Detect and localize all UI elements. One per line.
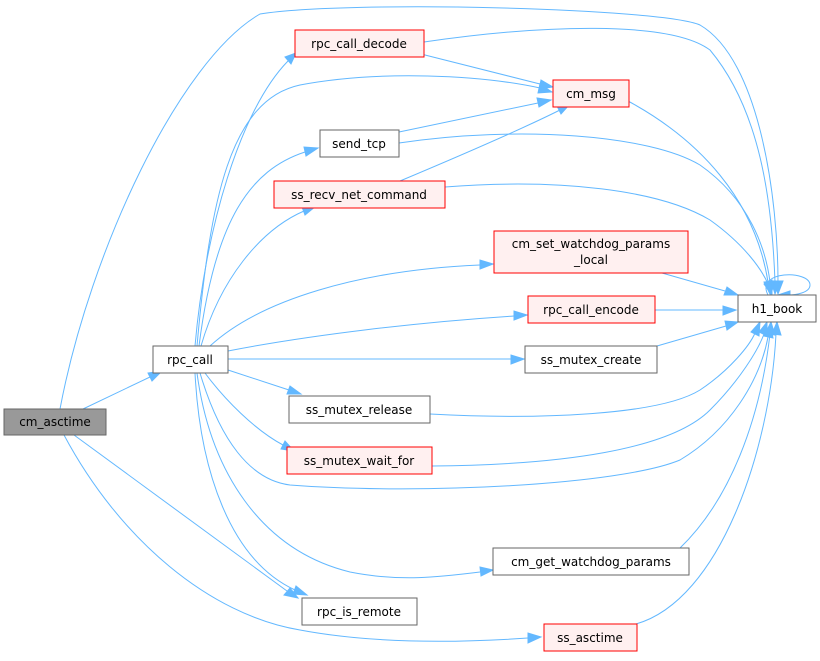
edge-ss_recv_net_command-cm_msg bbox=[399, 103, 572, 182]
edge-ss_mutex_release-h1_book bbox=[429, 320, 761, 417]
node-cm_set_watchdog_params_local-box bbox=[493, 230, 689, 274]
node-cm_msg[interactable]: cm_msg bbox=[552, 79, 630, 108]
edge-rpc_call_encode-h1_book bbox=[655, 305, 738, 316]
node-ss_mutex_wait_for[interactable]: ss_mutex_wait_for bbox=[286, 446, 433, 475]
node-ss_recv_net_command[interactable]: ss_recv_net_command bbox=[273, 180, 446, 209]
edge-rpc_call-ss_recv_net_command bbox=[200, 205, 318, 347]
node-rpc_is_remote[interactable]: rpc_is_remote bbox=[301, 597, 418, 626]
node-cm_set_watchdog_params_local[interactable]: cm_set_watchdog_params _local bbox=[493, 230, 689, 274]
node-ss_asctime[interactable]: ss_asctime bbox=[543, 623, 638, 652]
node-cm_asctime-box bbox=[3, 408, 107, 436]
node-rpc_call_decode-label: rpc_call_decode bbox=[311, 37, 407, 51]
edge-cm_asctime-ss_asctime bbox=[63, 434, 543, 644]
nodes: cm_asctime rpc_call rpc_call_decode cm_m… bbox=[3, 29, 817, 652]
node-rpc_call[interactable]: rpc_call bbox=[152, 345, 229, 374]
node-ss_mutex_wait_for-box bbox=[286, 446, 433, 475]
node-ss_mutex_create-label: ss_mutex_create bbox=[541, 353, 642, 367]
edge-ss_mutex_create-h1_book bbox=[656, 320, 740, 347]
node-cm_asctime-label: cm_asctime bbox=[19, 415, 91, 429]
edge-rpc_call-cm_set_watchdog_params_local bbox=[209, 259, 495, 347]
edge-rpc_call-rpc_call_encode bbox=[227, 310, 529, 352]
edge-rpc_call-cm_msg bbox=[196, 75, 554, 347]
node-rpc_call-label: rpc_call bbox=[167, 353, 213, 367]
node-send_tcp-box bbox=[319, 129, 400, 158]
node-rpc_call_encode[interactable]: rpc_call_encode bbox=[527, 295, 656, 324]
node-h1_book-label: h1_book bbox=[752, 302, 803, 316]
node-rpc_call_decode-box bbox=[294, 29, 425, 58]
node-rpc_is_remote-box bbox=[301, 597, 418, 626]
node-cm_msg-label: cm_msg bbox=[566, 87, 616, 101]
node-rpc_call_decode[interactable]: rpc_call_decode bbox=[294, 29, 425, 58]
node-rpc_is_remote-label: rpc_is_remote bbox=[317, 605, 401, 619]
edge-rpc_call-ss_mutex_release bbox=[227, 369, 303, 395]
node-rpc_call-box bbox=[152, 345, 229, 374]
node-cm_get_watchdog_params[interactable]: cm_get_watchdog_params bbox=[492, 547, 690, 576]
node-cm_get_watchdog_params-box bbox=[492, 547, 690, 576]
node-ss_recv_net_command-label: ss_recv_net_command bbox=[291, 188, 427, 202]
edge-rpc_call-rpc_call_decode bbox=[194, 52, 297, 347]
edges bbox=[59, 6, 811, 644]
edge-rpc_call-send_tcp bbox=[198, 146, 320, 347]
edge-cm_asctime-rpc_is_remote bbox=[73, 434, 300, 599]
node-h1_book-box bbox=[737, 294, 817, 323]
node-ss_mutex_create-box bbox=[524, 345, 658, 374]
edge-rpc_call-cm_get_watchdog_params bbox=[196, 372, 495, 579]
edge-rpc_call_decode-cm_msg bbox=[420, 53, 555, 90]
node-rpc_call_encode-box bbox=[527, 295, 656, 324]
edge-rpc_call-rpc_is_remote bbox=[194, 372, 309, 596]
node-cm_set_watchdog_params_local-label-line1: cm_set_watchdog_params bbox=[512, 237, 670, 251]
node-ss_mutex_release[interactable]: ss_mutex_release bbox=[288, 395, 431, 424]
node-cm_asctime[interactable]: cm_asctime bbox=[3, 408, 107, 436]
node-rpc_call_encode-label: rpc_call_encode bbox=[543, 303, 639, 317]
edge-rpc_call-ss_mutex_create bbox=[228, 354, 526, 365]
node-send_tcp-label: send_tcp bbox=[332, 137, 386, 151]
edge-ss_asctime-h1_book bbox=[635, 320, 782, 625]
edge-cm_asctime-rpc_call bbox=[82, 370, 164, 410]
node-ss_mutex_create[interactable]: ss_mutex_create bbox=[524, 345, 658, 374]
node-cm_set_watchdog_params_local-label-line2: _local bbox=[573, 253, 608, 267]
edge-rpc_call-ss_mutex_wait_for bbox=[204, 372, 296, 452]
node-ss_mutex_wait_for-label: ss_mutex_wait_for bbox=[304, 454, 415, 468]
node-ss_mutex_release-label: ss_mutex_release bbox=[306, 403, 413, 417]
edge-cm_set_watchdog_params_local-h1_book bbox=[654, 270, 740, 296]
node-ss_mutex_release-box bbox=[288, 395, 431, 424]
edge-rpc_call-h1_book-lower bbox=[199, 322, 774, 490]
edge-send_tcp-cm_msg bbox=[398, 97, 553, 133]
node-send_tcp[interactable]: send_tcp bbox=[319, 129, 400, 158]
node-ss_asctime-label: ss_asctime bbox=[557, 631, 623, 645]
node-ss_asctime-box bbox=[543, 623, 638, 652]
node-h1_book[interactable]: h1_book bbox=[737, 294, 817, 323]
node-cm_get_watchdog_params-label: cm_get_watchdog_params bbox=[511, 555, 671, 569]
node-cm_msg-box bbox=[552, 79, 630, 108]
node-ss_recv_net_command-box bbox=[273, 180, 446, 209]
edge-ss_mutex_wait_for-h1_book bbox=[431, 320, 768, 467]
